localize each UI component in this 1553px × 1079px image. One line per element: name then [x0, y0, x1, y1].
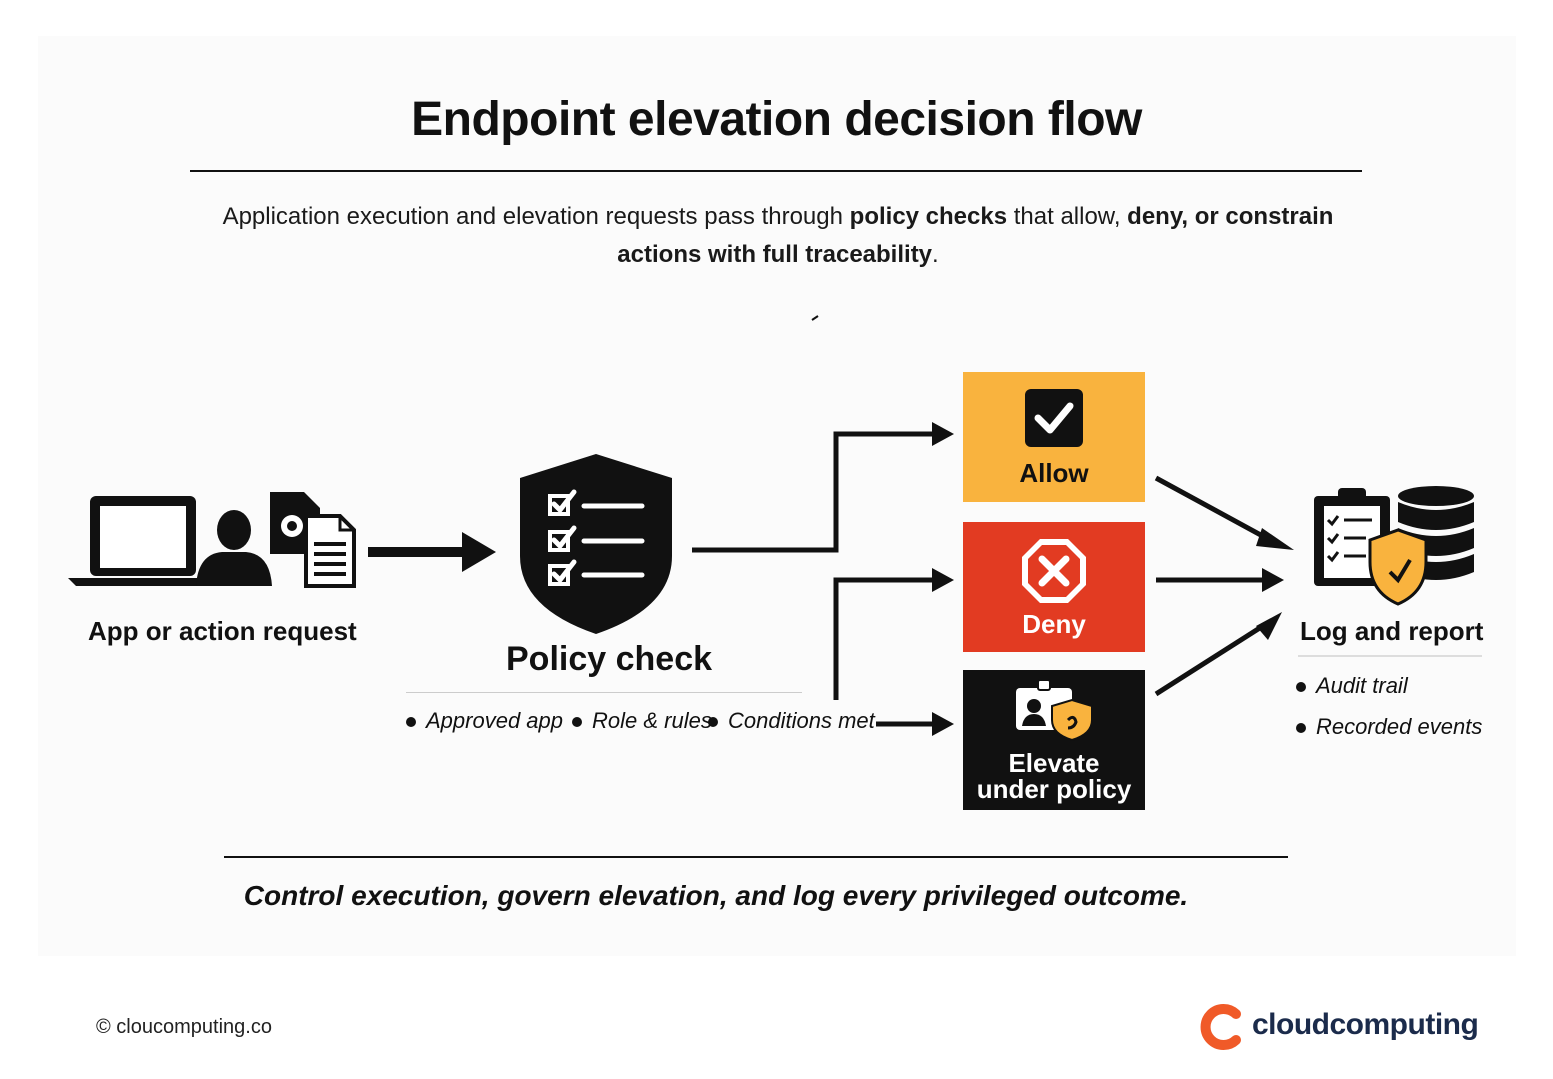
id-badge-shield-icon: [1016, 679, 1093, 742]
subtitle: Application execution and elevation requ…: [190, 198, 1366, 274]
clipboard-database-icon: [1314, 486, 1474, 606]
connector-elevate-to-log: [1154, 621, 1268, 697]
user-icon: [196, 510, 272, 586]
policy-criteria-2: Role & rules: [572, 708, 712, 734]
policy-criteria-1: Approved app: [406, 708, 563, 734]
bullet-dot: [1296, 723, 1306, 734]
arrow-request-to-policy: [368, 532, 496, 572]
criteria-text: Conditions met: [728, 708, 875, 733]
log-item-text: Recorded events: [1316, 714, 1483, 739]
criteria-text: Approved app: [426, 708, 563, 733]
decision-allow: Allow: [963, 372, 1145, 502]
connector-to-deny: [833, 577, 936, 700]
tagline: Control execution, govern elevation, and…: [243, 880, 1189, 911]
decision-deny: Deny: [963, 522, 1145, 652]
elevate-label: Elevate under policy: [976, 748, 1132, 804]
subtitle-text-2: that allow,: [1007, 203, 1128, 230]
shield-checklist-icon: [520, 454, 672, 634]
criteria-text: Role & rules: [592, 708, 712, 733]
laptop-icon: [68, 496, 218, 586]
log-item-2: Recorded events: [1296, 714, 1482, 740]
policy-divider: [406, 692, 802, 693]
connector-to-allow: [692, 431, 936, 553]
deny-label: Deny: [1022, 609, 1086, 639]
copyright: © cloucomputing.co: [96, 1016, 272, 1038]
request-label: App or action request: [88, 616, 357, 646]
brand-name[interactable]: cloudcomputing: [1252, 1008, 1479, 1041]
title-divider: [190, 170, 1362, 172]
settings-document-icon: [270, 492, 356, 588]
stray-mark: [811, 315, 819, 321]
connector-allow-to-log: [1154, 475, 1272, 543]
stop-x-icon: [1022, 539, 1086, 603]
bullet-dot: [572, 717, 582, 728]
subtitle-text-3: .: [932, 241, 939, 268]
policy-label: Policy check: [506, 640, 713, 678]
bullet-dot: [406, 717, 416, 728]
subtitle-bold-1: policy checks: [849, 203, 1008, 230]
log-item-1: Audit trail: [1296, 673, 1408, 699]
bottom-divider: [224, 856, 1288, 858]
log-label: Log and report: [1300, 616, 1484, 646]
allow-label: Allow: [1019, 458, 1089, 488]
subtitle-bold-2: deny, or constrain actions with full tra…: [617, 203, 1334, 268]
checkmark-icon: [1025, 389, 1083, 447]
brand-logo-icon: [1200, 1004, 1241, 1050]
decision-elevate: Elevate under policy: [963, 670, 1145, 810]
log-item-text: Audit trail: [1316, 673, 1408, 698]
page-title: Endpoint elevation decision flow: [411, 93, 1142, 146]
policy-criteria-3: Conditions met: [708, 708, 875, 734]
log-divider: [1298, 655, 1482, 657]
bullet-dot: [708, 717, 718, 728]
subtitle-text-1: Application execution and elevation requ…: [222, 203, 850, 230]
bullet-dot: [1296, 682, 1306, 693]
